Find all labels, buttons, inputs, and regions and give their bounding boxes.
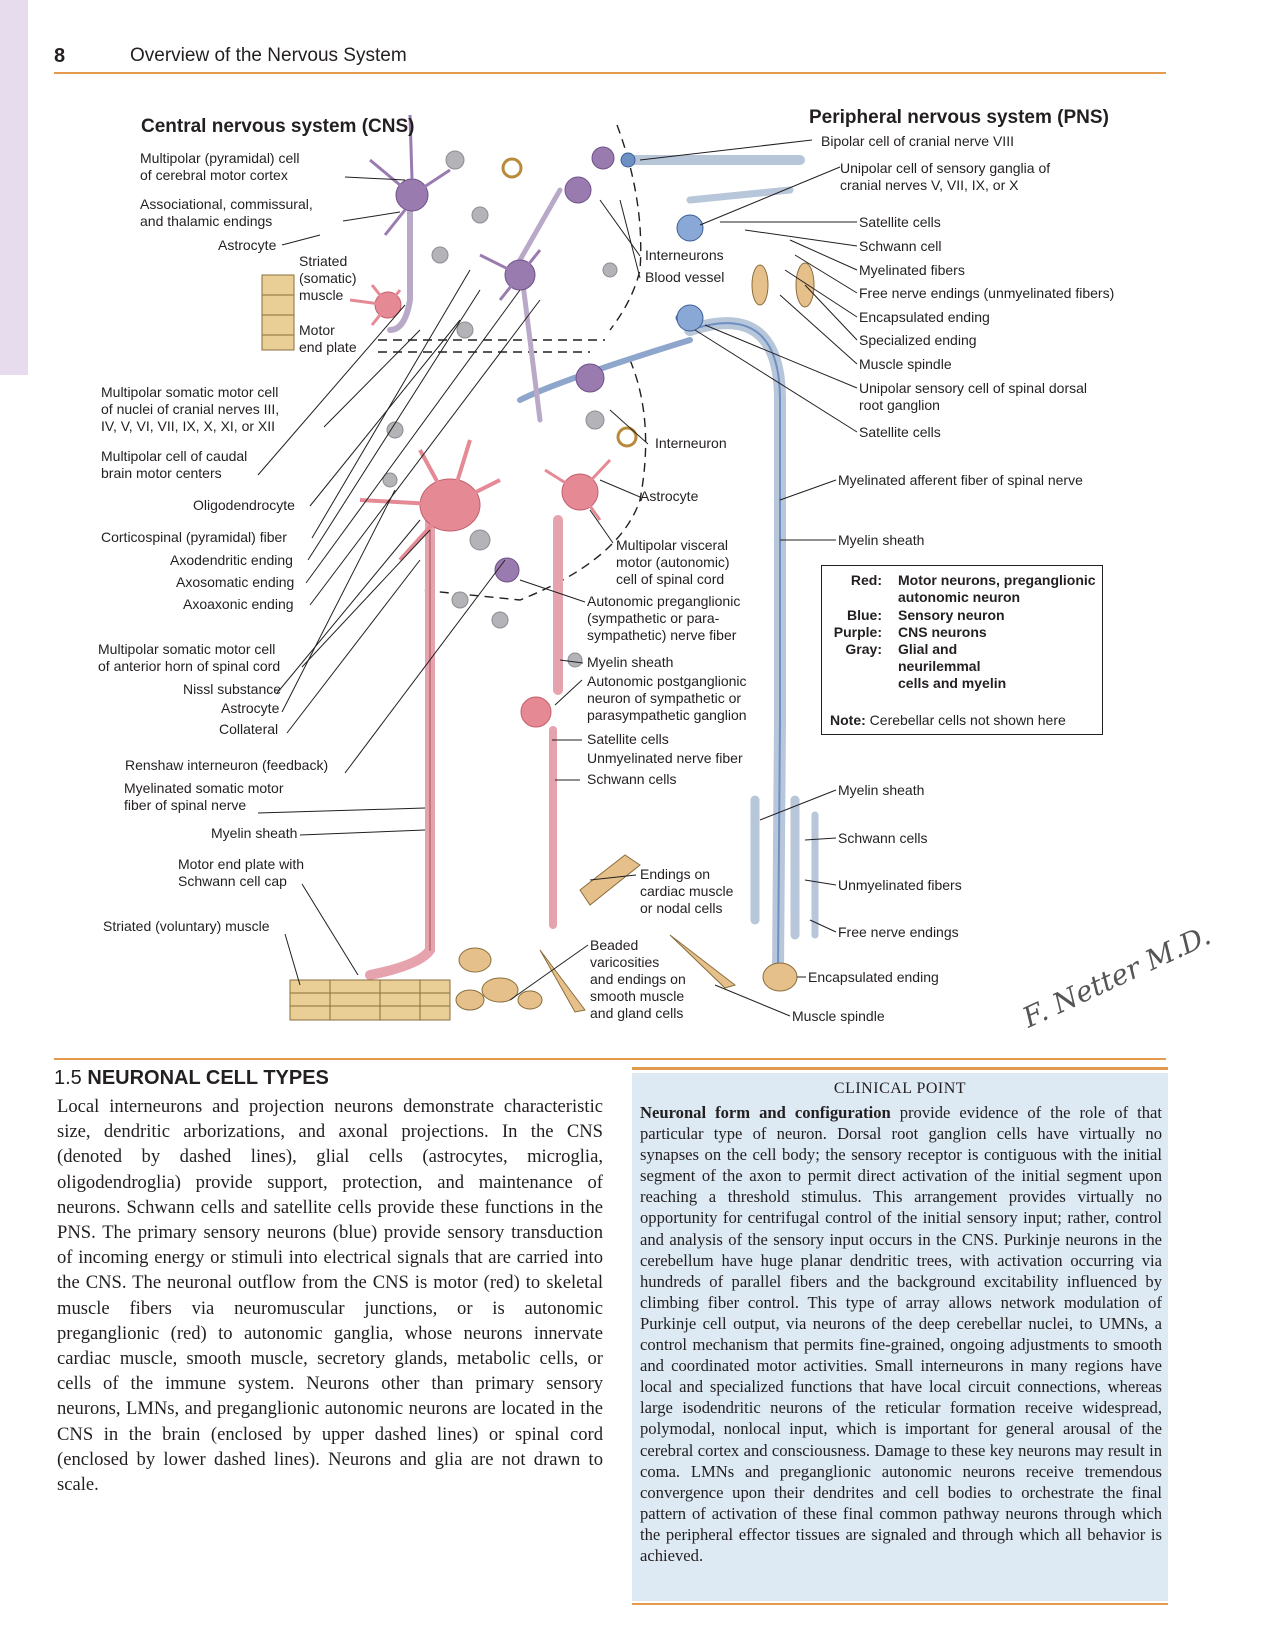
section-title: 1.5 NEURONAL CELL TYPES — [54, 1067, 329, 1090]
clinical-point-lead: Neuronal form and configuration — [640, 1103, 891, 1122]
label-muscle-spindle-top: Muscle spindle — [859, 356, 952, 372]
label-renshaw-interneuron: Renshaw interneuron (feedback) — [125, 757, 329, 773]
legend-key-blue: Blue: — [847, 607, 882, 623]
clinical-point-bottom-rule — [632, 1603, 1168, 1605]
clinical-point-text: Neuronal form and configuration provide … — [640, 1102, 1162, 1566]
label-astrocyte-top: Astrocyte — [218, 237, 277, 253]
figure-bottom-rule — [54, 1058, 1166, 1060]
header-rule — [54, 72, 1166, 74]
neuron-illustration — [257, 114, 858, 1021]
legend-key-purple: Purple: — [833, 624, 882, 640]
label-motor-end-plate-cap: Motor end plate with Schwann cell cap — [178, 856, 305, 889]
label-visceral-motor-cell: Multipolar visceral motor (autonomic) ce… — [616, 537, 730, 587]
leader-lines — [257, 139, 858, 1017]
label-interneurons: Interneurons — [645, 247, 724, 263]
label-axosomatic-ending: Axosomatic ending — [176, 574, 295, 590]
label-anterior-horn-cell: Multipolar somatic motor cell of anterio… — [98, 641, 281, 674]
pns-title: Peripheral nervous system (PNS) — [809, 107, 1109, 128]
label-satellite-cells-right: Satellite cells — [859, 424, 941, 440]
label-striated-somatic-muscle: Striated (somatic) muscle — [299, 253, 357, 303]
label-specialized-ending: Specialized ending — [859, 332, 977, 348]
clinical-point-body: provide evidence of the role of that par… — [640, 1103, 1162, 1565]
label-autonomic-preganglionic-fiber: Autonomic preganglionic (sympathetic or … — [587, 593, 741, 643]
label-myelinated-fibers: Myelinated fibers — [859, 262, 965, 278]
legend-value-purple: CNS neurons — [898, 624, 987, 640]
striated-muscle-top — [261, 274, 295, 351]
label-corticospinal-fiber: Corticospinal (pyramidal) fiber — [101, 529, 287, 545]
color-legend: Red: Motor neurons, preganglionic autono… — [821, 565, 1103, 735]
axon-paths — [365, 155, 819, 980]
cns-title: Central nervous system (CNS) — [141, 116, 415, 137]
section-number: 1.5 — [54, 1067, 82, 1089]
label-free-nerve-endings-top: Free nerve endings (unmyelinated fibers) — [859, 285, 1115, 301]
clinical-point-heading: CLINICAL POINT — [833, 1080, 967, 1097]
label-cranial-motor-cell: Multipolar somatic motor cell of nuclei … — [101, 384, 280, 434]
clinical-point-box — [632, 1073, 1168, 1601]
label-autonomic-postganglionic-neuron: Autonomic postganglionic neuron of sympa… — [587, 673, 747, 723]
striated-muscle-bottom — [289, 979, 451, 1021]
smooth-muscle-cells — [455, 854, 737, 1013]
cns-neurons — [369, 114, 685, 583]
label-nissl-substance: Nissl substance — [183, 681, 282, 697]
sensory-neurons — [620, 152, 704, 332]
label-muscle-spindle-bottom: Muscle spindle — [792, 1008, 885, 1024]
legend-key-red: Red: — [850, 572, 882, 588]
label-myelin-sheath-lower: Myelin sheath — [838, 782, 925, 798]
label-satellite-cells-middle: Satellite cells — [587, 731, 669, 747]
label-myelin-sheath-right: Myelin sheath — [838, 532, 925, 548]
label-interneuron: Interneuron — [655, 435, 727, 451]
legend-note-key: Note: — [830, 712, 866, 728]
label-unipolar-cranial-cell: Unipolar cell of sensory ganglia of cran… — [840, 160, 1051, 193]
label-motor-end-plate: Motor end plate — [299, 322, 357, 355]
label-free-nerve-endings-bottom: Free nerve endings — [838, 924, 959, 940]
label-myelin-sheath-middle: Myelin sheath — [587, 654, 674, 670]
glial-cells — [382, 150, 618, 668]
label-beaded-varicosities: Beaded varicosities and endings on smoot… — [590, 937, 686, 1021]
label-unipolar-spinal-cell: Unipolar sensory cell of spinal dorsal r… — [859, 380, 1087, 413]
label-oligodendrocyte: Oligodendrocyte — [193, 497, 295, 513]
section-heading: NEURONAL CELL TYPES — [87, 1067, 329, 1089]
blood-vessel — [501, 157, 638, 448]
label-satellite-cells-top: Satellite cells — [859, 214, 941, 230]
legend-note-text: Cerebellar cells not shown here — [869, 712, 1066, 728]
label-caudal-brain-cell: Multipolar cell of caudal brain motor ce… — [101, 448, 248, 481]
legend-value-red: Motor neurons, preganglionic autonomic n… — [898, 572, 1096, 605]
label-striated-voluntary-muscle: Striated (voluntary) muscle — [103, 918, 270, 934]
motor-neurons — [349, 284, 612, 728]
label-axodendritic-ending: Axodendritic ending — [170, 552, 293, 568]
label-collateral: Collateral — [219, 721, 279, 737]
label-blood-vessel: Blood vessel — [645, 269, 725, 285]
label-myelinated-somatic-fiber: Myelinated somatic motor fiber of spinal… — [124, 780, 284, 813]
legend-key-gray: Gray: — [845, 641, 882, 657]
label-astrocyte-spinal: Astrocyte — [221, 700, 280, 716]
legend-value-gray: Glial and neurilemmal cells and myelin — [898, 641, 1007, 691]
label-bipolar-cell: Bipolar cell of cranial nerve VIII — [821, 133, 1014, 149]
label-cardiac-endings: Endings on cardiac muscle or nodal cells — [640, 866, 734, 916]
cns-dashed-boundary — [378, 124, 647, 601]
label-astrocyte-right: Astrocyte — [640, 488, 699, 504]
label-myelinated-afferent-fiber: Myelinated afferent fiber of spinal nerv… — [838, 472, 1083, 488]
page-number: 8 — [54, 45, 66, 67]
section-body: Local interneurons and projection neuron… — [57, 1096, 603, 1496]
label-axoaxonic-ending: Axoaxonic ending — [183, 596, 294, 612]
label-unmyelinated-fibers: Unmyelinated fibers — [838, 877, 962, 893]
label-schwann-cells-right: Schwann cells — [838, 830, 928, 846]
label-pyramidal-cell: Multipolar (pyramidal) cell of cerebral … — [140, 150, 300, 183]
chapter-side-tab — [0, 0, 28, 375]
running-title: Overview of the Nervous System — [130, 45, 407, 66]
clinical-point-top-rule — [632, 1067, 1168, 1070]
label-encapsulated-ending-top: Encapsulated ending — [859, 309, 990, 325]
legend-value-blue: Sensory neuron — [898, 607, 1005, 623]
label-associational-endings: Associational, commissural, and thalamic… — [140, 196, 313, 229]
label-unmyelinated-nerve-fiber: Unmyelinated nerve fiber — [587, 750, 743, 766]
label-encapsulated-ending-bottom: Encapsulated ending — [808, 969, 939, 985]
label-myelin-sheath-left: Myelin sheath — [211, 825, 298, 841]
label-schwann-cell: Schwann cell — [859, 238, 942, 254]
label-schwann-cells-middle: Schwann cells — [587, 771, 677, 787]
legend-note: Note: Cerebellar cells not shown here — [830, 712, 1066, 729]
